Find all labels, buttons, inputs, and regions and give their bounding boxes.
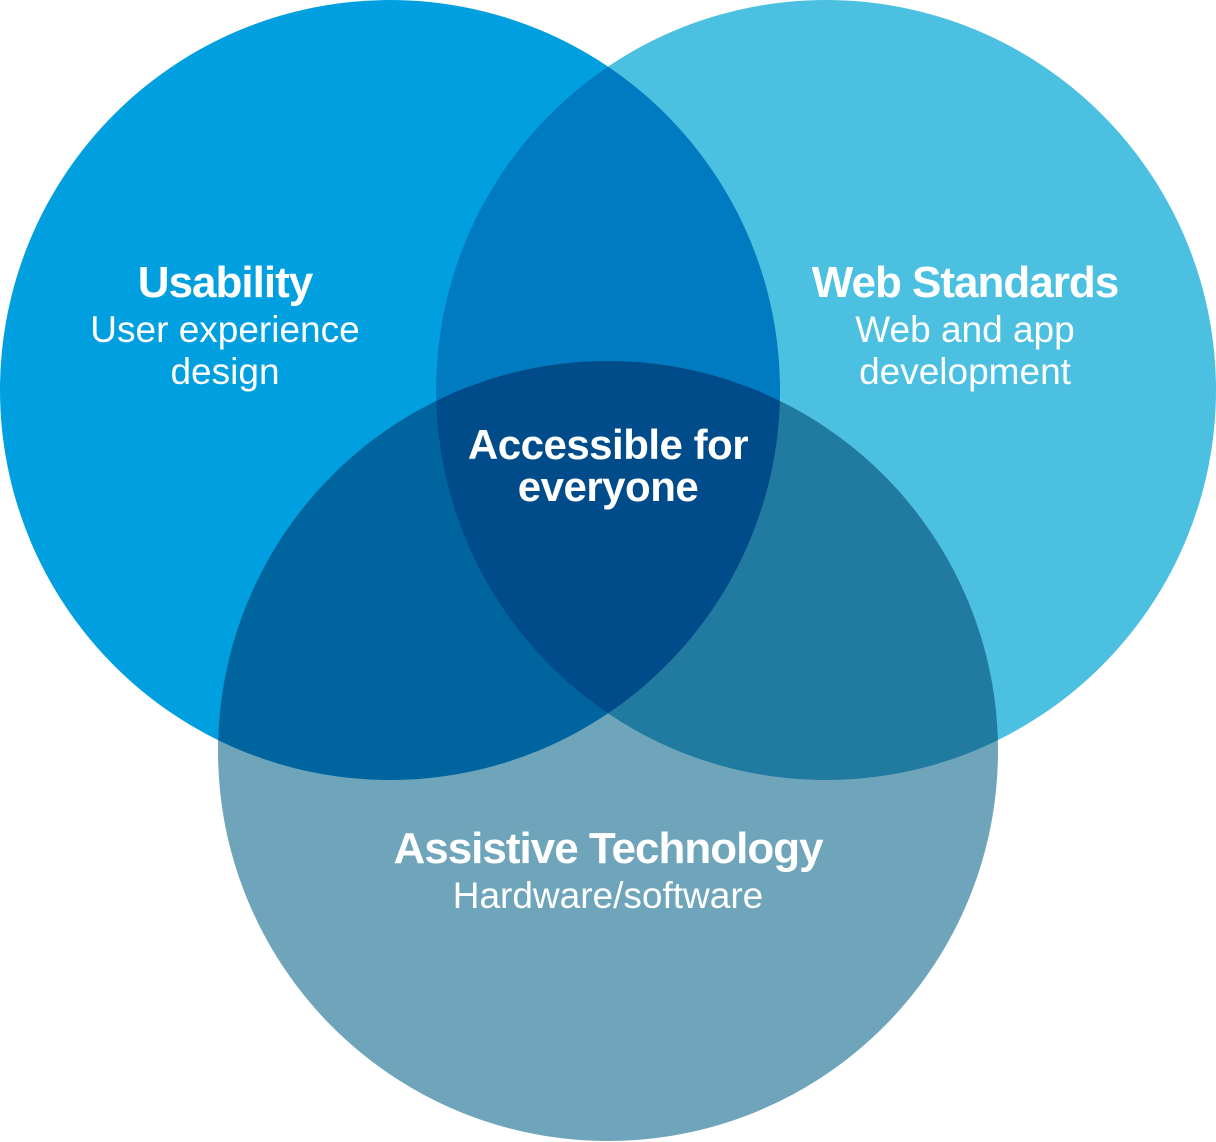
assistive-technology-subtitle: Hardware/software <box>340 875 876 917</box>
assistive-technology-label: Assistive Technology Hardware/software <box>340 824 876 917</box>
web-standards-subtitle-line: Web and app <box>855 308 1075 350</box>
web-standards-title: Web Standards <box>811 258 1119 307</box>
center-label-line: everyone <box>517 463 699 510</box>
usability-label: Usability User experience design <box>30 258 420 393</box>
usability-subtitle-line: User experience <box>90 308 360 350</box>
center-label: Accessible for everyone <box>420 424 796 508</box>
web-standards-subtitle: Web and app development <box>770 309 1160 393</box>
usability-subtitle: User experience design <box>30 309 420 393</box>
web-standards-subtitle-line: development <box>859 350 1071 392</box>
web-standards-label: Web Standards Web and app development <box>770 258 1160 393</box>
assistive-technology-subtitle-line: Hardware/software <box>452 874 764 916</box>
assistive-technology-title: Assistive Technology <box>393 824 823 873</box>
center-label-line: Accessible for <box>467 421 749 468</box>
usability-subtitle-line: design <box>170 350 280 392</box>
usability-title: Usability <box>137 258 313 307</box>
